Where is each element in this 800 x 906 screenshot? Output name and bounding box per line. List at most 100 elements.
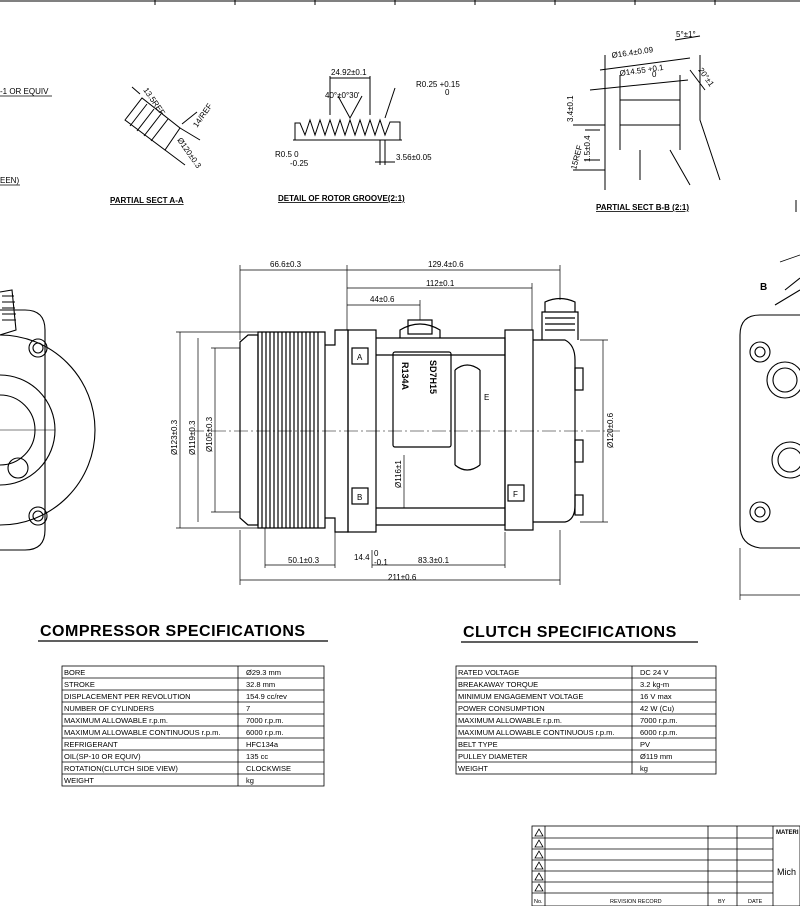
dim-dia-123: Ø123±0.3 [170, 419, 179, 455]
compressor-spec-label: REFRIGERANT [64, 740, 118, 749]
marker-a: A [357, 353, 363, 362]
dim-dia-119: Ø119±0.3 [188, 420, 197, 455]
compressor-spec-label: OIL(SP-10 OR EQUIV) [64, 752, 141, 761]
dim-dia-105: Ø105±0.3 [205, 416, 214, 452]
dim-dia-116: Ø116±1 [394, 460, 403, 488]
clutch-spec-label: BELT TYPE [458, 740, 498, 749]
dim-66-6: 66.6±0.3 [270, 260, 302, 269]
clutch-spec-value: 7000 r.p.m. [640, 716, 678, 725]
revision-block: No. REVISION RECORD BY DATE MATERI Mich [531, 825, 800, 906]
dim-50-1: 50.1±0.3 [288, 556, 320, 565]
dim-20deg: 20°±1 [696, 66, 716, 89]
marker-b-right: B [760, 282, 767, 293]
compressor-side-view: 66.6±0.3 129.4±0.6 112±0.1 44±0.6 Ø123±0… [170, 260, 620, 585]
clutch-spec-label: MAXIMUM ALLOWABLE CONTINUOUS r.p.m. [458, 728, 614, 737]
dim-dia-16-4: Ø16.4±0.09 [611, 45, 654, 60]
clutch-spec-label: POWER CONSUMPTION [458, 704, 545, 713]
dim-14-4: 14.4 [354, 553, 370, 562]
compressor-spec-label: STROKE [64, 680, 95, 689]
rev-col-date: DATE [748, 899, 763, 905]
dim-129-4: 129.4±0.6 [428, 260, 464, 269]
clutch-spec-value: DC 24 V [640, 668, 668, 677]
dim-dia-14-55: Ø14.55 +0.1 [619, 63, 665, 78]
clutch-spec-value: kg [640, 764, 648, 773]
clutch-specs: CLUTCH SPECIFICATIONS RATED VOLTAGE DC 24… [455, 624, 717, 775]
dim-5deg: 5°±1° [676, 30, 696, 39]
dim-3-4: 3.4±0.1 [566, 95, 575, 122]
clutch-specs-title: CLUTCH SPECIFICATIONS [463, 624, 677, 641]
partial-section-b: 5°±1° Ø16.4±0.09 Ø14.55 +0.1 0 20°±1 3.4… [566, 30, 797, 212]
dim-14-4-lower: -0.1 [374, 558, 388, 567]
top-border [0, 0, 800, 5]
rev-col-no: No. [534, 899, 543, 905]
dim-r0-5-lower: -0.25 [290, 159, 309, 168]
dim-14-4-upper: 0 [374, 549, 379, 558]
compressor-spec-value: Ø29.3 mm [246, 668, 281, 677]
dim-1-5: 1.5±0.4 [583, 135, 592, 162]
rev-side-2: Mich [777, 867, 796, 877]
clutch-table-border [455, 665, 717, 775]
dim-groove-width: 24.92±0.1 [331, 68, 367, 77]
label-model: SD7H15 [428, 360, 438, 394]
compressor-specs: COMPRESSOR SPECIFICATIONS BORE Ø29.3 mm ST… [38, 623, 328, 787]
clutch-spec-label: WEIGHT [458, 764, 488, 773]
clutch-spec-label: RATED VOLTAGE [458, 668, 519, 677]
label-refrigerant: R134A [400, 362, 410, 391]
right-rear-view [739, 254, 800, 600]
left-note-2: EEN) [0, 176, 19, 185]
compressor-spec-value: HFC134a [246, 740, 279, 749]
compressor-spec-value: 7 [246, 704, 250, 713]
caption-partial-a: PARTIAL SECT A-A [110, 196, 184, 205]
rev-col-by: BY [718, 899, 726, 905]
clutch-spec-value: PV [640, 740, 650, 749]
compressor-spec-label: DISPLACEMENT PER REVOLUTION [64, 692, 191, 701]
left-note-1: -1 OR EQUIV [0, 87, 49, 96]
compressor-spec-value: 135 cc [246, 752, 268, 761]
dim-14ref: 14/REF [191, 102, 214, 129]
dim-44: 44±0.6 [370, 295, 395, 304]
dim-r0-25: R0.25 +0.15 [416, 80, 460, 89]
compressor-spec-value: 6000 r.p.m. [246, 728, 284, 737]
rev-side-1: MATERI [776, 830, 799, 836]
marker-b: B [357, 493, 362, 502]
compressor-spec-value: kg [246, 776, 254, 785]
left-front-view [0, 289, 96, 551]
clutch-spec-value: 16 V max [640, 692, 672, 701]
rotor-groove-detail: 24.92±0.1 40°±0°30' R0.25 +0.15 0 R0.5 0… [275, 68, 460, 203]
partial-section-a: 13.5REF 14/REF Ø120±0.3 PARTIAL SECT A-A [110, 86, 214, 205]
compressor-spec-value: 32.8 mm [246, 680, 275, 689]
clutch-spec-value: Ø119 mm [640, 752, 672, 761]
clutch-spec-label: MAXIMUM ALLOWABLE r.p.m. [458, 716, 562, 725]
clutch-spec-label: MINIMUM ENGAGEMENT VOLTAGE [458, 692, 583, 701]
caption-partial-b: PARTIAL SECT B-B (2:1) [596, 203, 689, 212]
rev-col-record: REVISION RECORD [610, 899, 662, 905]
marker-f: F [513, 490, 518, 499]
dim-r0-5: R0.5 0 [275, 150, 299, 159]
compressor-spec-label: ROTATION(CLUTCH SIDE VIEW) [64, 764, 178, 773]
compressor-spec-label: BORE [64, 668, 85, 677]
compressor-spec-value: CLOCKWISE [246, 764, 291, 773]
compressor-spec-label: WEIGHT [64, 776, 94, 785]
compressor-spec-label: NUMBER OF CYLINDERS [64, 704, 154, 713]
dim-groove-angle: 40°±0°30' [325, 91, 360, 100]
dim-dia-14-55-lower: 0 [652, 70, 657, 79]
compressor-spec-label: MAXIMUM ALLOWABLE r.p.m. [64, 716, 168, 725]
dim-112: 112±0.1 [426, 279, 455, 288]
dim-13-5ref: 13.5REF [141, 86, 167, 117]
dim-dia-120: Ø120±0.6 [606, 412, 615, 448]
compressor-spec-value: 154.9 cc/rev [246, 692, 287, 701]
compressor-spec-value: 7000 r.p.m. [246, 716, 284, 725]
clutch-spec-label: PULLEY DIAMETER [458, 752, 528, 761]
dim-211: 211±0.6 [388, 573, 417, 582]
clutch-spec-value: 6000 r.p.m. [640, 728, 678, 737]
left-notes: -1 OR EQUIV EEN) [0, 87, 52, 186]
clutch-spec-label: BREAKAWAY TORQUE [458, 680, 538, 689]
dim-83-3: 83.3±0.1 [418, 556, 450, 565]
compressor-spec-label: MAXIMUM ALLOWABLE CONTINUOUS r.p.m. [64, 728, 220, 737]
clutch-spec-value: 3.2 kg-m [640, 680, 669, 689]
clutch-spec-value: 42 W (Cu) [640, 704, 675, 713]
dim-r0-25-lower: 0 [445, 88, 450, 97]
dim-groove-pitch: 3.56±0.05 [396, 153, 432, 162]
compressor-specs-title: COMPRESSOR SPECIFICATIONS [40, 623, 306, 640]
